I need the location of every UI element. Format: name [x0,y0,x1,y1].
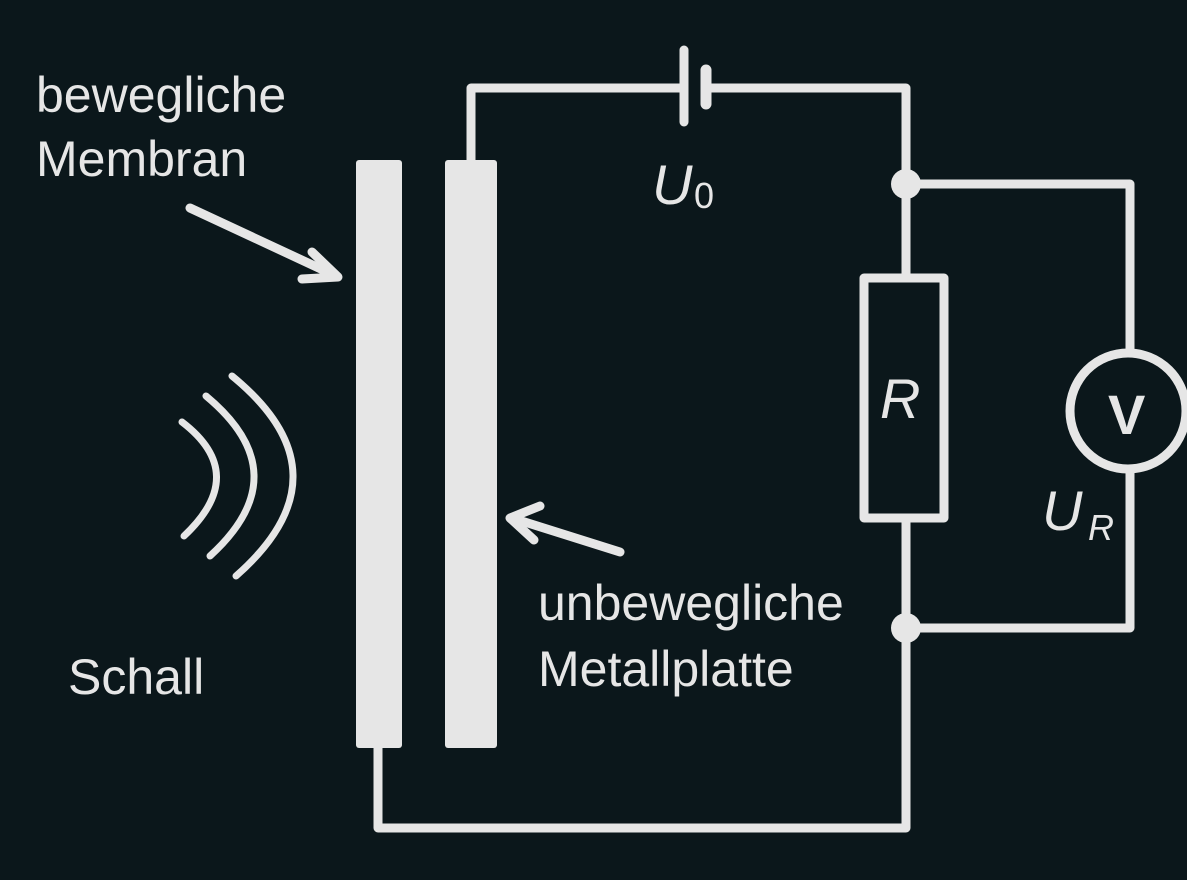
measured-voltage-symbol: U [1042,479,1083,542]
junction-node-top [891,169,921,199]
resistor-symbol: R [880,367,920,430]
sound-label: Schall [68,649,204,705]
junction-node-bottom [891,613,921,643]
resistor-icon [859,273,949,523]
fixed-metal-plate [445,160,497,748]
battery-icon [679,45,712,127]
voltmeter-branch-wire [901,179,1135,633]
measured-voltage-subscript: R [1088,507,1114,548]
source-voltage-symbol: U [652,153,693,216]
plate-label-line1: unbewegliche [538,575,844,631]
membrane-arrow [185,203,343,284]
source-voltage-subscript: 0 [694,175,714,216]
movable-membrane [356,160,402,748]
bottom-wire [373,513,911,833]
plate-label-line2: Metallplatte [538,641,794,697]
voltmeter-symbol: V [1108,383,1145,446]
voltmeter-icon [1065,348,1187,474]
top-wire [466,83,911,283]
membrane-label-line2: Membran [36,131,247,187]
plate-arrow [505,501,625,557]
sound-waves-icon [178,372,297,580]
membrane-label-line1: bewegliche [36,67,286,123]
